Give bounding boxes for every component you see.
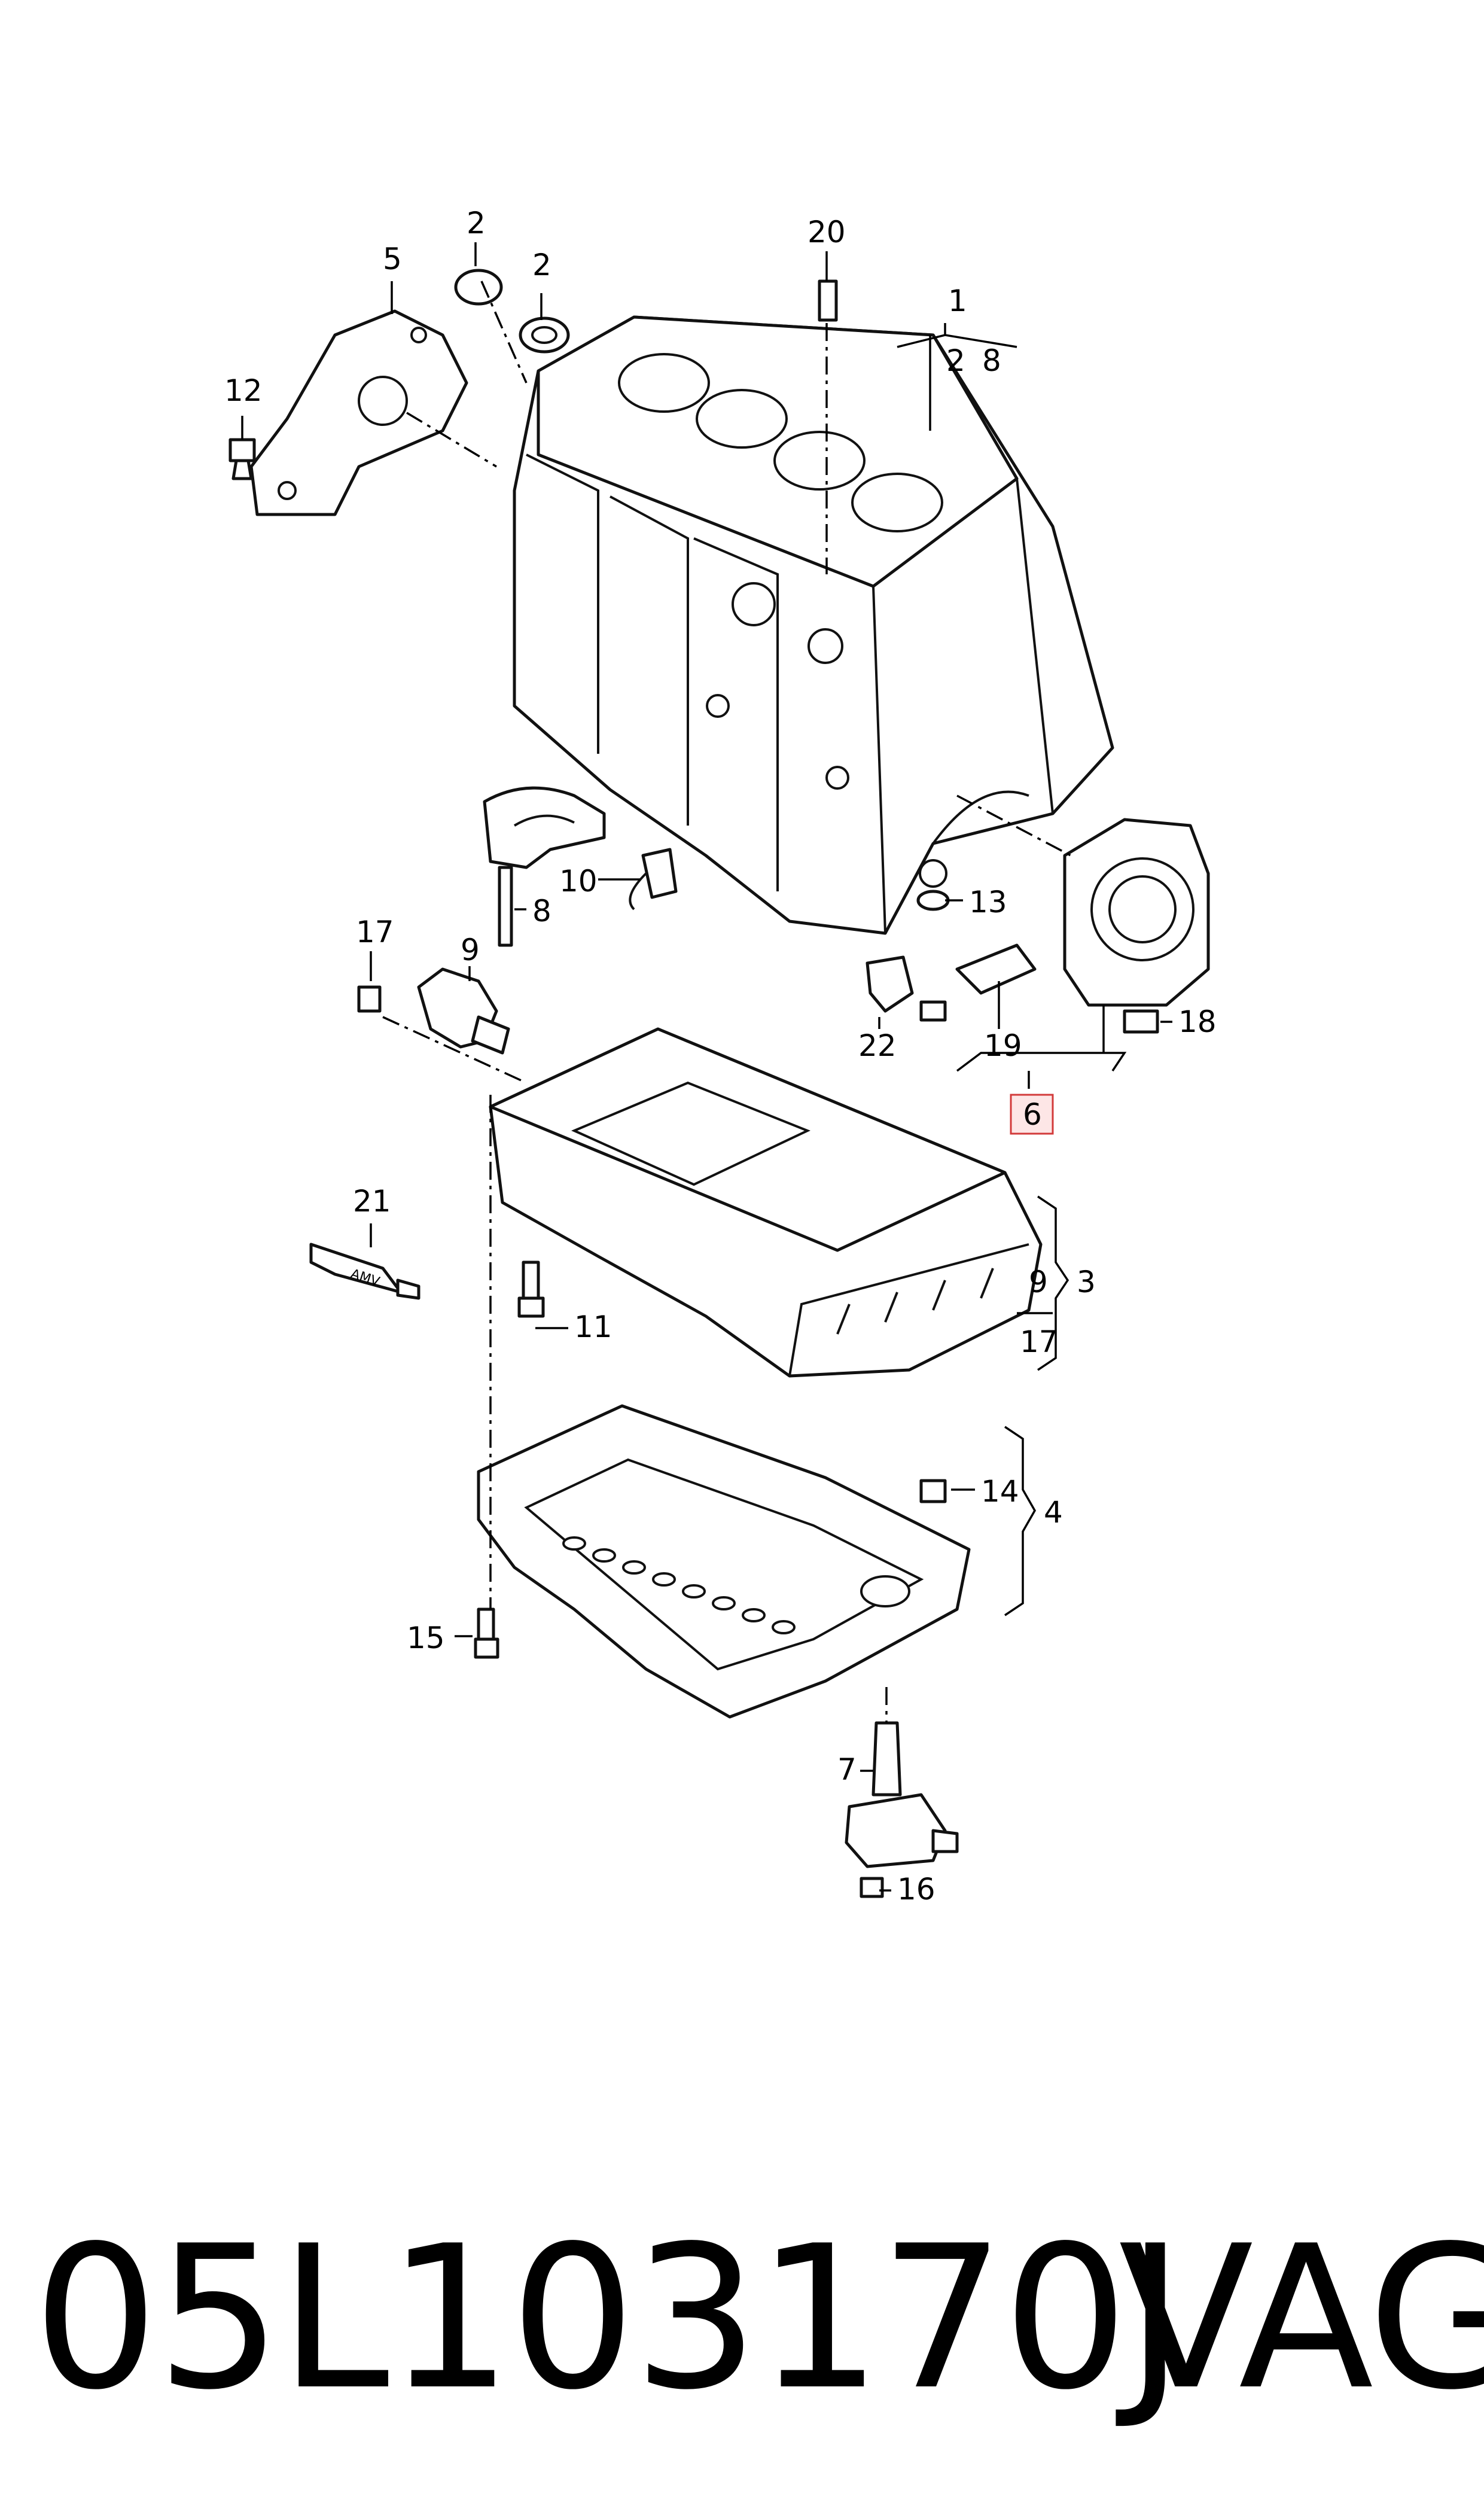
bolt-12 (228, 438, 256, 480)
callout-3: 3 (1077, 1265, 1096, 1299)
upper-oil-pan (489, 1027, 1043, 1378)
stud-20 (818, 279, 838, 322)
callout-12: 12 (224, 373, 263, 408)
screw-17 (357, 985, 382, 1013)
crank-sensor (955, 943, 1037, 995)
callout-20: 20 (807, 215, 846, 249)
callout-1: 1 (948, 284, 967, 318)
callout-18: 18 (1178, 1004, 1217, 1039)
front-cover (249, 309, 468, 516)
callout-9: 9 (461, 933, 480, 967)
callout-2: 2 (467, 206, 486, 240)
callout-8: 8 (532, 894, 551, 928)
drain-plug (919, 1479, 947, 1503)
oil-level-sensor (845, 1721, 959, 1868)
callout-2: 2 (946, 343, 965, 378)
callout-17: 17 (356, 915, 394, 949)
bolt-19-screw (919, 1000, 947, 1022)
callout-10: 10 (559, 864, 598, 899)
callout-11: 11 (574, 1310, 613, 1344)
leader-lines (241, 242, 1172, 1892)
callout-9: 9 (1029, 1265, 1048, 1299)
callout-2: 2 (532, 248, 551, 282)
bolt-15 (474, 1607, 499, 1659)
part-number: 05L103170J (33, 2203, 1184, 2433)
lower-oil-pan (477, 1404, 971, 1719)
dowel-pin (916, 890, 950, 911)
brand-name: VAG (1119, 2203, 1484, 2433)
callout-numbers: 1 2 2 2 8 5 12 20 10 8 13 17 9 22 19 18 … (224, 206, 1217, 1907)
rear-seal-flange (1063, 818, 1210, 1007)
sealant-tube: AMV (309, 1243, 420, 1300)
engine-block (513, 315, 1114, 935)
callout-7: 7 (837, 1752, 857, 1787)
callout-22: 22 (858, 1028, 897, 1063)
bolt-11 (517, 1260, 545, 1318)
highlight-box (1010, 1094, 1054, 1135)
callout-13: 13 (969, 885, 1007, 919)
callout-17: 17 (1020, 1325, 1058, 1359)
sealing-plug (454, 269, 503, 306)
callout-16: 16 (897, 1872, 936, 1907)
part-footer: 05L103170J VAG (0, 2166, 1484, 2501)
sensor-10 (629, 848, 678, 911)
cap-22 (866, 955, 914, 1013)
callout-14: 14 (981, 1474, 1019, 1509)
bearing-cap (483, 786, 606, 947)
bolt-18 (1123, 1009, 1159, 1034)
callout-21: 21 (353, 1184, 391, 1219)
exploded-parts-diagram: AMV (224, 206, 1217, 1907)
callout-5: 5 (383, 242, 402, 276)
bolt-16 (860, 1877, 884, 1898)
callout-15: 15 (407, 1621, 445, 1655)
callout-4: 4 (1044, 1495, 1063, 1530)
callout-19: 19 (984, 1028, 1022, 1063)
control-valve (417, 967, 510, 1055)
callout-8: 8 (982, 343, 1001, 378)
callout-6: 6 (1023, 1097, 1042, 1132)
